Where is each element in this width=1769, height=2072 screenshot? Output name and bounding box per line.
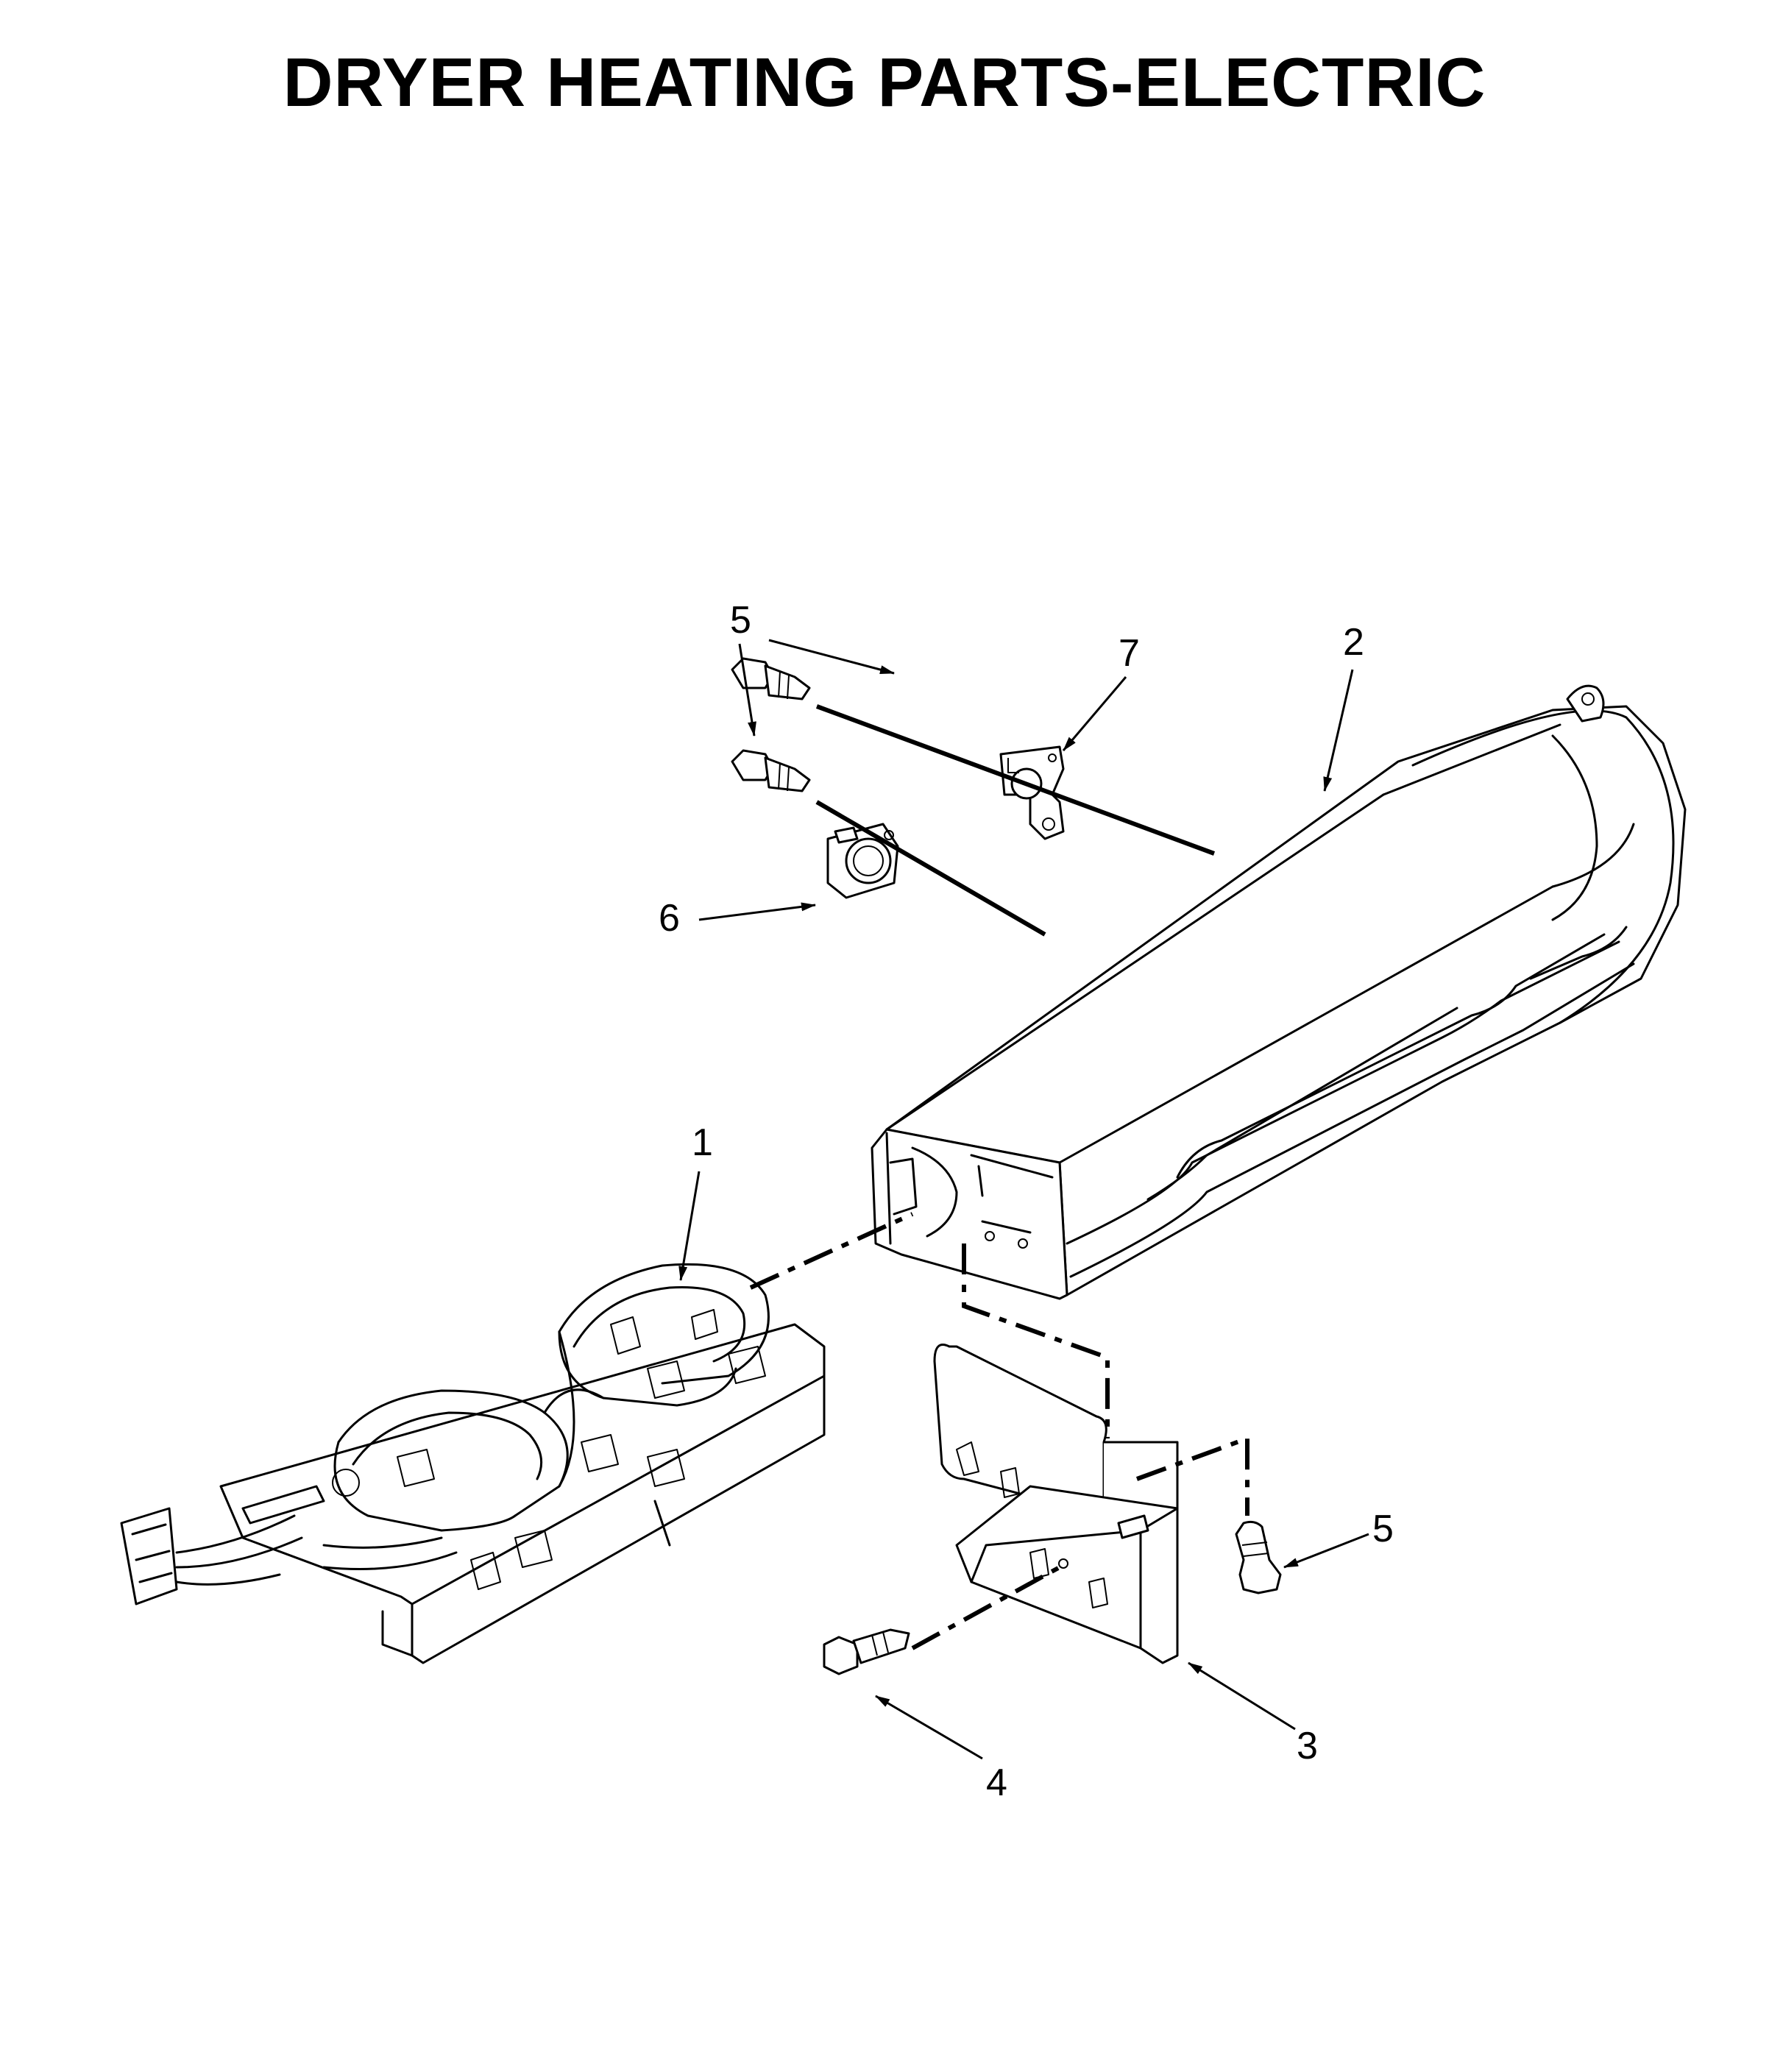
- callout-5-right: 5: [1372, 1508, 1394, 1550]
- page-title: DRYER HEATING PARTS-ELECTRIC: [283, 43, 1486, 121]
- screw-left: [731, 749, 811, 792]
- assembly-guides: [749, 704, 1249, 1650]
- callouts: 1 2 3 4 5 5 6 7: [659, 599, 1394, 1804]
- callout-7: 7: [1119, 632, 1140, 675]
- heating-element: [120, 1263, 826, 1664]
- callout-6: 6: [659, 897, 680, 940]
- callout-1: 1: [692, 1121, 713, 1164]
- callout-5-upper: 5: [730, 599, 751, 642]
- thermostat: [826, 823, 899, 899]
- screw-lower: [823, 1628, 910, 1675]
- callout-2: 2: [1343, 621, 1364, 664]
- leader-arrows: [678, 639, 1369, 1760]
- callout-3: 3: [1297, 1725, 1318, 1767]
- screw-right: [1235, 1520, 1282, 1594]
- element-bracket: [933, 1344, 1179, 1664]
- callout-4: 4: [986, 1761, 1007, 1804]
- heater-housing: [871, 684, 1687, 1300]
